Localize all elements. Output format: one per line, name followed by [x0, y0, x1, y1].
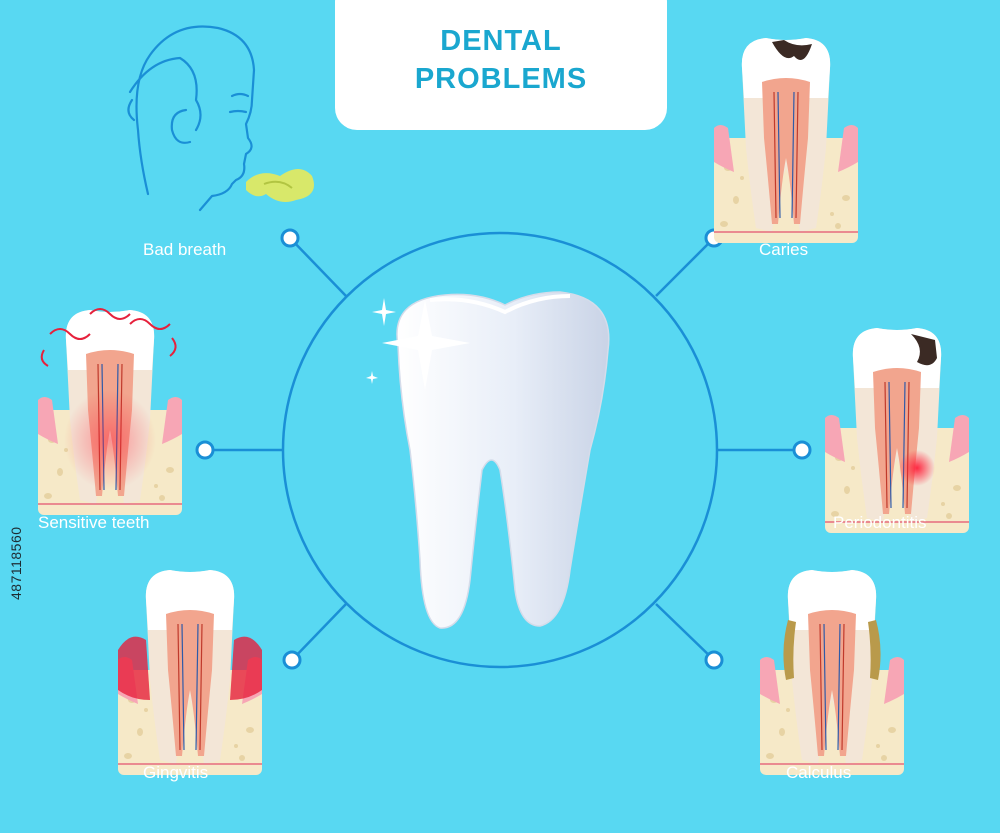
stock-id: 487118560	[8, 526, 24, 600]
label-sensitive-teeth: Sensitive teeth	[38, 513, 150, 532]
node-sensitive-teeth	[195, 440, 215, 460]
label-calculus: Calculus	[786, 763, 852, 782]
node-bad-breath	[280, 228, 300, 248]
calculus-tooth-illustration	[759, 569, 905, 776]
title-line-2: PROBLEMS	[414, 63, 588, 95]
periodontitis-tooth-illustration	[824, 327, 970, 534]
sparkle-icon	[366, 298, 470, 390]
connector-network	[205, 231, 802, 669]
sensitive-teeth-illustration	[37, 308, 183, 516]
bad-breath-illustration	[127, 25, 314, 212]
healthy-tooth-illustration	[366, 291, 610, 629]
title-card: DENTAL PROBLEMS	[335, 0, 667, 130]
label-caries: Caries	[759, 240, 809, 259]
label-bad-breath: Bad breath	[143, 240, 227, 259]
caries-tooth-illustration	[713, 37, 859, 244]
breath-cloud-icon	[246, 169, 314, 202]
node-gingvitis	[282, 650, 302, 670]
gingvitis-tooth-illustration	[117, 569, 263, 776]
label-gingvitis: Gingvitis	[143, 763, 209, 782]
sensitivity-waves-icon	[40, 308, 177, 367]
node-calculus	[704, 650, 724, 670]
label-periodontitis: Periodontitis	[833, 513, 927, 532]
node-periodontitis	[792, 440, 812, 460]
title-line-1: DENTAL	[440, 25, 562, 57]
